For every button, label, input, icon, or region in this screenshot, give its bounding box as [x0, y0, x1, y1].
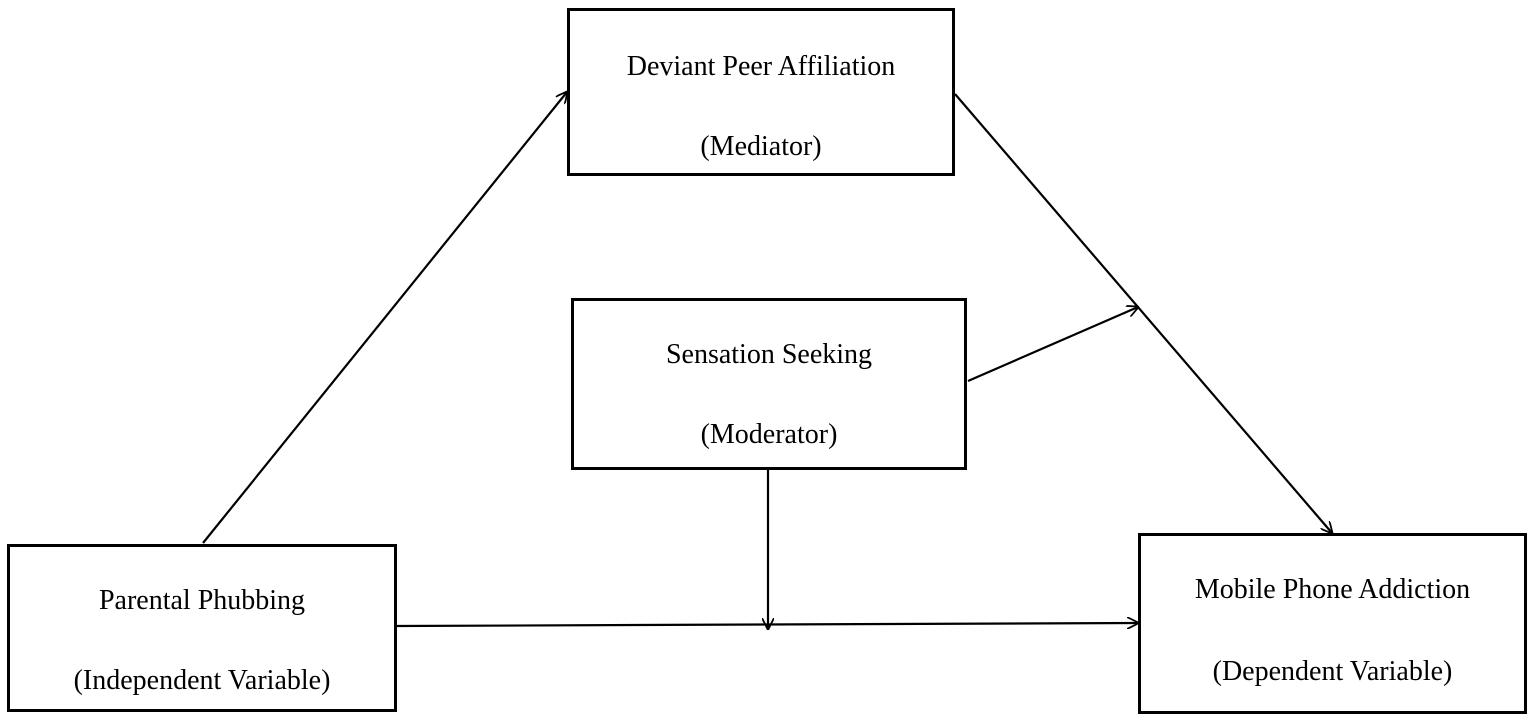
arrow-mediator-to-dependent [954, 93, 1332, 533]
dependent-variable-node: Mobile Phone Addiction (Dependent Variab… [1138, 533, 1527, 714]
moderator-title: Sensation Seeking [665, 339, 873, 370]
moderator-role: (Moderator) [700, 419, 838, 450]
dependent-variable-title: Mobile Phone Addiction [1194, 574, 1471, 605]
arrow-moderator-to-second-stage-path [967, 307, 1138, 383]
dependent-variable-role: (Dependent Variable) [1212, 656, 1453, 687]
independent-variable-node: Parental Phubbing (Independent Variable) [7, 544, 397, 712]
independent-variable-title: Parental Phubbing [98, 585, 306, 616]
moderator-node: Sensation Seeking (Moderator) [571, 298, 967, 470]
mediator-title: Deviant Peer Affiliation [626, 51, 896, 82]
mediator-node: Deviant Peer Affiliation (Mediator) [567, 8, 955, 176]
independent-variable-role: (Independent Variable) [73, 665, 331, 696]
arrow-independent-to-mediator [202, 92, 567, 544]
mediator-role: (Mediator) [700, 131, 822, 162]
